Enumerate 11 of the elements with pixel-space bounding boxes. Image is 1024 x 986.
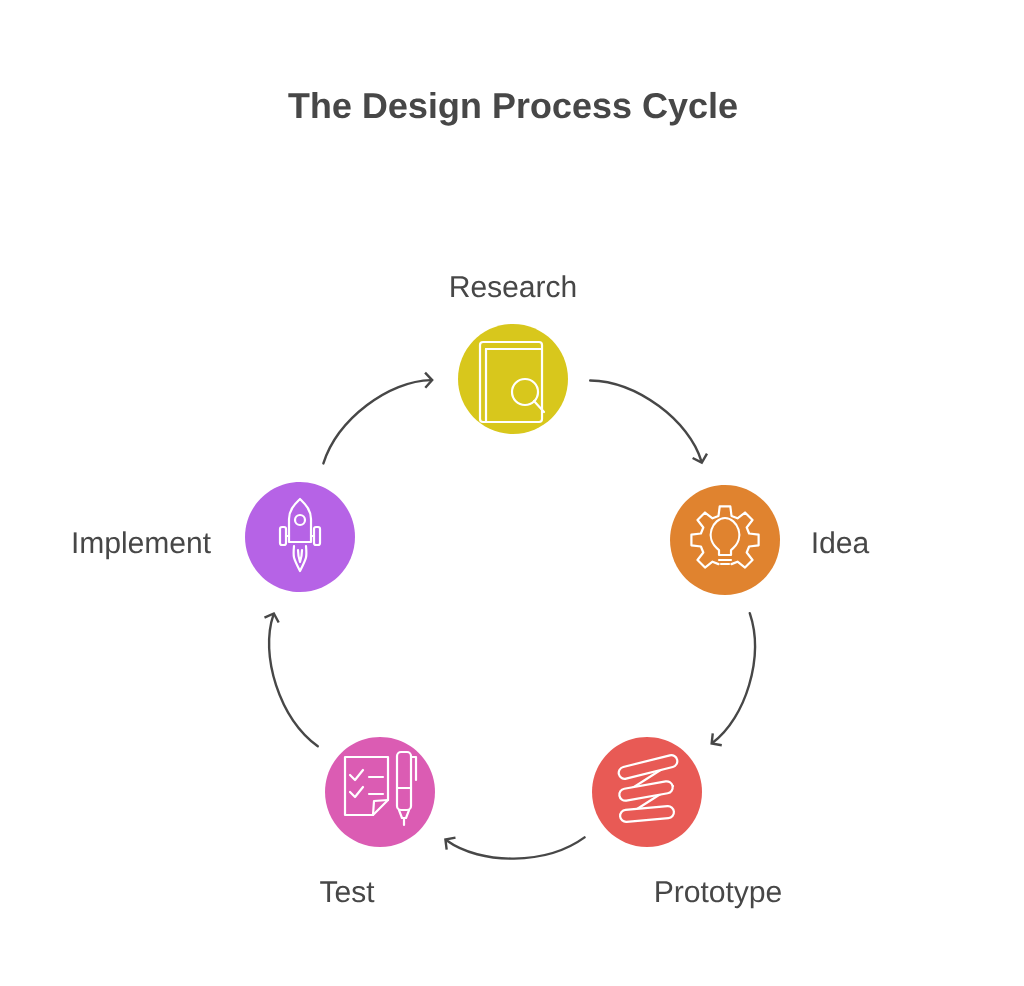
step-label: Prototype bbox=[656, 881, 781, 909]
step-label: Test bbox=[320, 881, 375, 903]
arrow bbox=[444, 836, 586, 860]
step-label: Idea bbox=[813, 531, 870, 554]
step-label: Research bbox=[451, 275, 576, 298]
title: The Design Process Cycle bbox=[288, 91, 737, 126]
arrow bbox=[264, 611, 319, 748]
step-label: Implement bbox=[73, 531, 211, 560]
arrow bbox=[710, 611, 757, 747]
arrow bbox=[589, 379, 708, 465]
arrow bbox=[322, 371, 434, 465]
